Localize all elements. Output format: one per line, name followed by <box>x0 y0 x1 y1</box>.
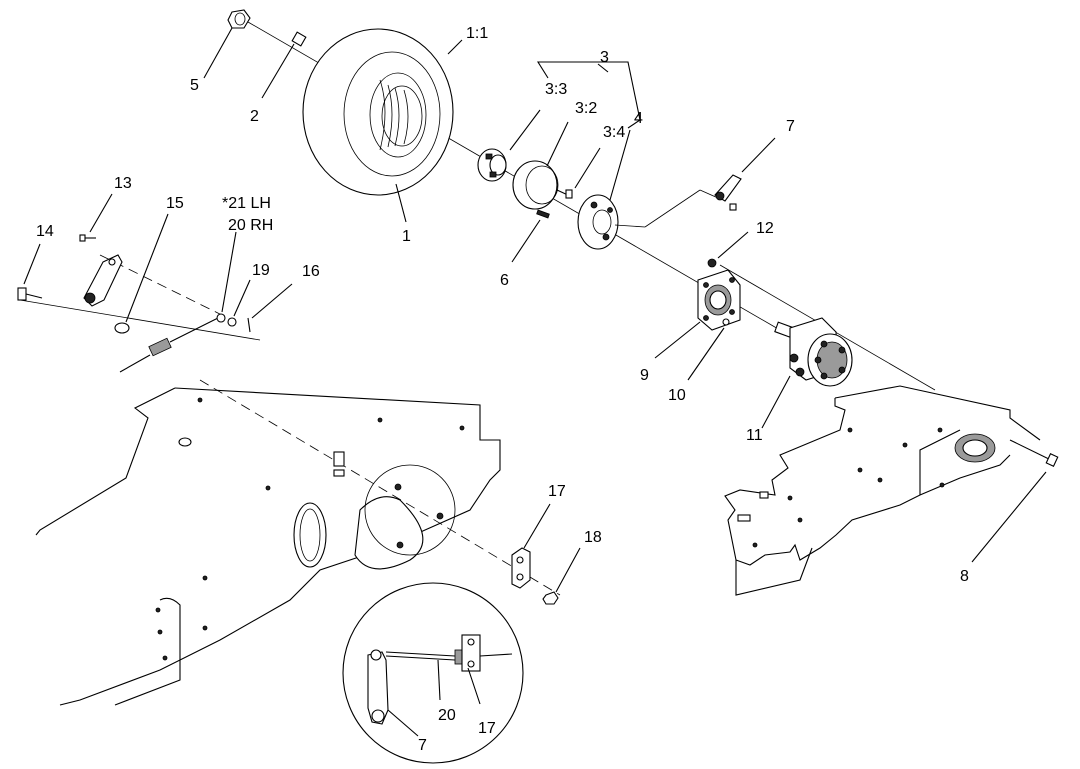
callout-19: 19 <box>252 262 270 279</box>
cable-clip-17 <box>511 547 531 589</box>
nut-18 <box>542 591 559 605</box>
leader-20-inset <box>437 659 441 701</box>
linkage-lever <box>83 254 123 307</box>
clevis-pin-13 <box>79 234 96 242</box>
leader-21 <box>221 231 237 313</box>
mount-nut-12 <box>707 258 717 268</box>
callout-21-lh: *21 LH <box>222 195 271 212</box>
detail-inset <box>342 582 524 764</box>
callout-6: 6 <box>500 272 509 289</box>
lower-center-dashed-line <box>199 379 561 596</box>
brake-drum <box>512 160 559 210</box>
callout-1: 1 <box>402 228 411 245</box>
callout-20-rh: 20 RH <box>228 217 273 234</box>
leader-15 <box>125 213 169 323</box>
callout-8: 8 <box>960 568 969 585</box>
leader-17 <box>523 503 551 549</box>
leader-3-3 <box>509 109 541 151</box>
shaft-key <box>536 209 550 219</box>
callout-3-2: 3:2 <box>575 100 597 117</box>
callout-12: 12 <box>756 220 774 237</box>
leader-11 <box>761 375 791 429</box>
leader-4 <box>609 129 631 201</box>
callout-5: 5 <box>190 77 199 94</box>
bolt-14 <box>17 287 43 301</box>
callout-3-4: 3:4 <box>603 124 625 141</box>
leader-3 <box>597 63 609 73</box>
hydraulic-motor <box>774 317 853 387</box>
leader-1-1 <box>447 39 463 55</box>
callout-10: 10 <box>668 387 686 404</box>
callout-9: 9 <box>640 367 649 384</box>
o-ring-15 <box>114 322 130 334</box>
brake-assembly <box>577 189 719 250</box>
hub-bolt <box>556 189 573 199</box>
leader-1 <box>395 183 407 223</box>
wheel-tire <box>302 28 454 196</box>
callout-16: 16 <box>302 263 320 280</box>
wheel-hub <box>477 148 507 182</box>
rod-end-21-lh <box>216 313 226 323</box>
cable-assembly <box>119 317 219 373</box>
leader-7 <box>741 137 776 173</box>
cotter-pin-16 <box>247 317 251 333</box>
callout-20-inset: 20 <box>438 707 456 724</box>
wheel-stud <box>291 31 307 47</box>
callout-1-1: 1:1 <box>466 25 488 42</box>
leader-12 <box>717 231 749 259</box>
leader-7-inset <box>387 709 419 737</box>
callout-2: 2 <box>250 108 259 125</box>
callout-11: 11 <box>746 427 763 444</box>
callout-4: 4 <box>634 110 643 127</box>
leader-9 <box>654 321 701 359</box>
callout-7: 7 <box>786 118 795 135</box>
bracket-washer <box>722 318 730 326</box>
leader-3-4 <box>574 147 601 189</box>
callout-7-inset: 7 <box>418 737 427 754</box>
callout-17-inset: 17 <box>478 720 496 737</box>
motor-mount-bracket <box>697 269 741 331</box>
leader-6 <box>511 219 541 263</box>
leader-19 <box>233 279 251 317</box>
fork-axis-line <box>19 299 261 341</box>
brake-lever <box>714 174 742 211</box>
callout-13: 13 <box>114 175 132 192</box>
leader-13 <box>89 193 113 233</box>
leader-14 <box>23 243 41 285</box>
leader-10 <box>687 327 725 381</box>
leader-18 <box>555 547 581 593</box>
long-bolt <box>1009 439 1059 467</box>
right-frame-plate <box>724 385 1041 596</box>
leader-17-inset <box>467 667 481 705</box>
callout-3: 3 <box>600 49 609 66</box>
lug-nut <box>227 9 251 29</box>
callout-14: 14 <box>36 223 54 240</box>
callout-18: 18 <box>584 529 602 546</box>
leader-8 <box>971 471 1047 563</box>
washer-19 <box>227 317 237 327</box>
left-frame-plate <box>35 387 501 706</box>
leader-2 <box>261 43 295 99</box>
bracket-3 <box>537 61 641 129</box>
leader-16 <box>251 283 293 319</box>
callout-17: 17 <box>548 483 566 500</box>
leader-5 <box>203 27 233 79</box>
callout-3-3: 3:3 <box>545 81 567 98</box>
callout-15: 15 <box>166 195 184 212</box>
left-axis-dashed-line <box>99 254 233 321</box>
leader-3-2 <box>546 121 569 167</box>
